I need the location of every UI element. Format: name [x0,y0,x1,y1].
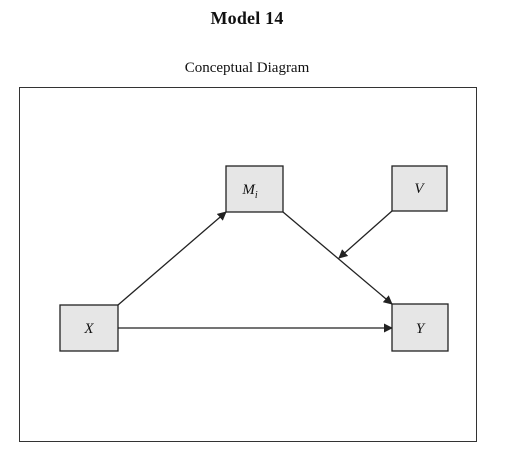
node-m: Mi [225,165,284,213]
node-m-main: M [241,182,256,198]
node-m-box [225,165,284,213]
edge-m-to-y [282,211,393,305]
node-m-label: Mi [241,182,258,201]
node-y: Y [391,303,449,352]
node-y-label: Y [416,321,426,337]
node-x-label: X [83,321,94,337]
edge-x-to-m [117,211,227,306]
node-m-subscript: i [255,190,258,201]
node-v: V [391,165,448,212]
diagram-frame [19,87,477,442]
edge-v-to-path [338,210,393,259]
node-x: X [59,304,119,352]
node-v-label: V [414,181,425,197]
node-x-box [59,304,119,352]
diagram-subtitle: Conceptual Diagram [184,60,310,76]
node-y-box [391,303,449,352]
node-v-box [391,165,448,212]
model-title: Model 14 [210,8,284,28]
